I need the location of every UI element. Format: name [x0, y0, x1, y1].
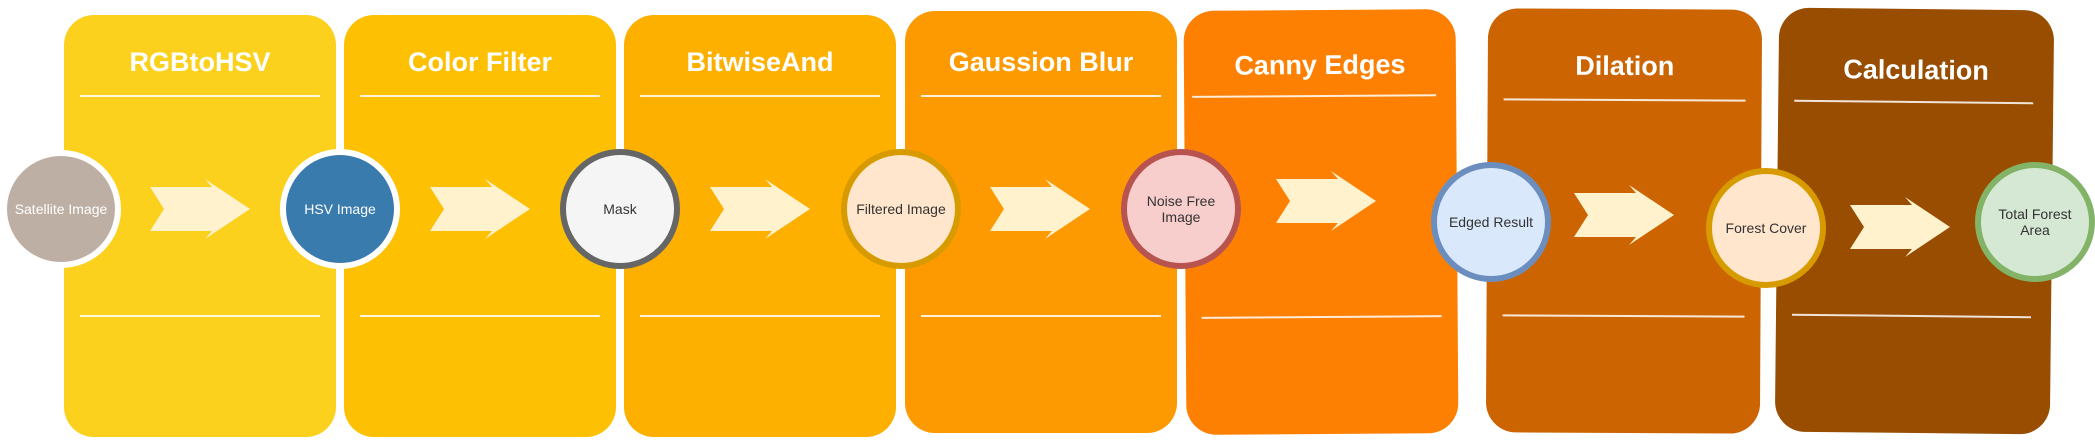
stage-divider-top [360, 95, 600, 97]
node-hsv-image: HSV Image [280, 149, 400, 269]
arrow-right-icon [430, 179, 530, 239]
stage-divider-top [1503, 98, 1746, 102]
stage-divider-top [1192, 94, 1437, 98]
stage-divider-top [1794, 99, 2034, 105]
arrow-right-icon [1850, 197, 1950, 257]
stage-divider-bottom [640, 315, 880, 317]
stage-divider-bottom [921, 315, 1161, 317]
stage-title: Canny Edges [1234, 49, 1406, 81]
node-satellite-image: Satellite Image [1, 150, 121, 268]
node-forest-cover: Forest Cover [1706, 168, 1826, 288]
stage-divider-bottom [80, 315, 320, 317]
node-total-forest-area: Total Forest Area [1975, 162, 2095, 282]
stage-divider-top [921, 95, 1161, 97]
stage-title: Color Filter [407, 47, 552, 77]
stage-divider-bottom [1792, 313, 2032, 319]
stage-title: Gaussion Blur [948, 47, 1134, 77]
arrow-right-icon [710, 179, 810, 239]
node-edged-result: Edged Result [1431, 162, 1551, 282]
node-noise-free-image: Noise Free Image [1121, 149, 1241, 269]
stage-divider-top [640, 95, 880, 97]
stage-divider-bottom [1201, 315, 1442, 319]
stage-divider-top [80, 95, 320, 97]
arrow-right-icon [1574, 185, 1674, 245]
stage-title: Dilation [1575, 50, 1675, 82]
stage-divider-bottom [1502, 314, 1745, 318]
stage-title: BitwiseAnd [686, 47, 834, 77]
stage-divider-bottom [360, 315, 600, 317]
arrow-right-icon [990, 179, 1090, 239]
stage-title: Calculation [1843, 54, 1989, 86]
arrow-right-icon [1276, 171, 1376, 231]
stage-title: RGBtoHSV [129, 47, 271, 77]
arrow-right-icon [150, 179, 250, 239]
node-mask: Mask [560, 149, 680, 269]
node-filtered-image: Filtered Image [841, 149, 961, 269]
